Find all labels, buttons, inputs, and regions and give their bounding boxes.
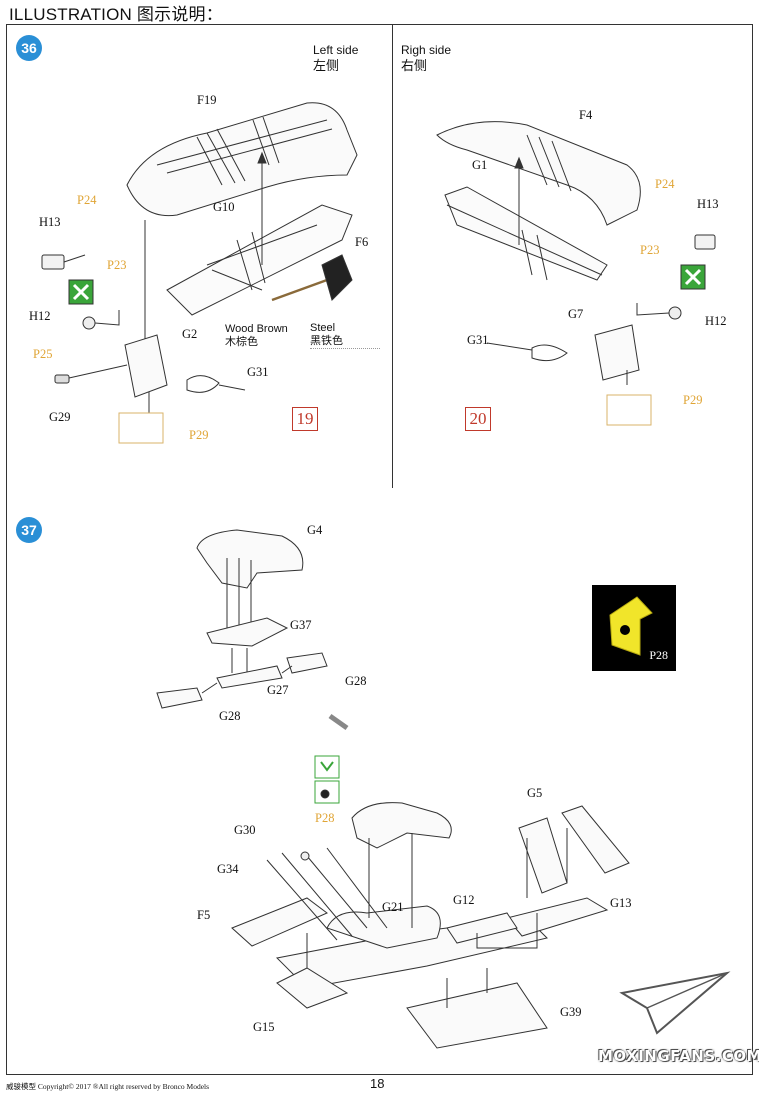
label-G28-left: G28 [219,709,241,723]
label-H12-right: H12 [705,314,727,328]
step-36-drawing [41,102,716,444]
step-37-badge: 37 [16,517,42,543]
label-G7: G7 [568,307,584,321]
step-37-drawing [156,529,630,1049]
label-H13-left: H13 [39,215,61,229]
label-P23-left: P23 [107,258,127,272]
step-36-badge: 36 [16,35,42,61]
p28-photo-caption: P28 [649,648,668,662]
label-G31-left: G31 [247,365,269,379]
label-G30: G30 [234,823,256,837]
left-right-divider [392,25,393,489]
page-number: 18 [370,1076,385,1091]
footer-copyright: 威骏模型 Copyright© 2017 ®All right reserved… [6,1082,210,1091]
watermark-text: MOXINGFANS.COM [598,1047,759,1065]
label-P23-right: P23 [640,243,660,257]
label-G13: G13 [610,896,632,910]
p28-photo: P28 [592,585,676,671]
ref-box-right: 20 [465,407,491,431]
label-G28-right: G28 [345,674,367,688]
label-H12-left: H12 [29,309,51,323]
label-P29-left: P29 [189,428,209,442]
label-F4: F4 [579,108,593,122]
label-G1: G1 [472,158,488,172]
label-P28: P28 [315,811,335,825]
label-G27: G27 [267,683,289,697]
label-G10: G10 [213,200,235,214]
page-header: ILLUSTRATION 图示说明： [9,5,223,24]
label-G15: G15 [253,1020,275,1034]
label-G31-right: G31 [467,333,489,347]
label-G5: G5 [527,786,543,800]
label-F19: F19 [197,93,217,107]
label-F6: F6 [355,235,369,249]
label-P29-right: P29 [683,393,703,407]
label-P24-left: P24 [77,193,97,207]
ref-box-left: 19 [292,407,318,431]
label-G34: G34 [217,862,239,876]
label-P25: P25 [33,347,53,361]
p28-part-icon [609,596,653,656]
label-G12: G12 [453,893,475,907]
label-G21: G21 [382,900,404,914]
label-G2: G2 [182,327,198,341]
step-37-panel: 37 [6,488,753,1075]
label-P24-right: P24 [655,177,675,191]
label-G29: G29 [49,410,71,424]
label-F5: F5 [197,908,211,922]
label-H13-right: H13 [697,197,719,211]
label-G4: G4 [307,523,323,537]
label-G37: G37 [290,618,312,632]
label-G39: G39 [560,1005,582,1019]
